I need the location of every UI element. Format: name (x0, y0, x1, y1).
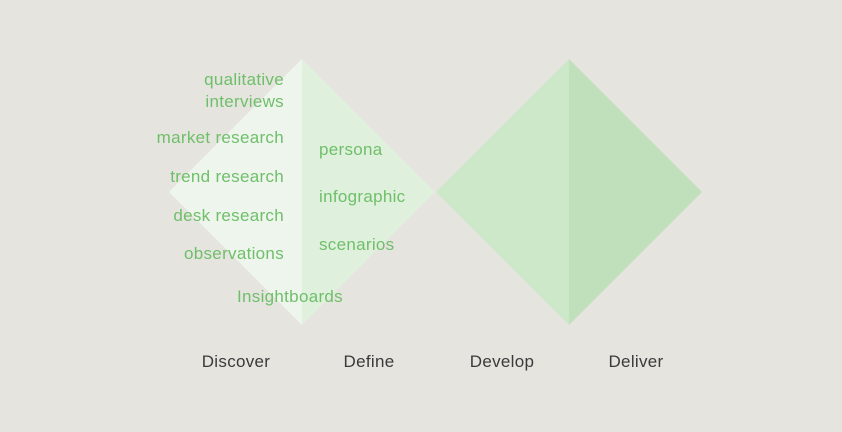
method-market-research: market research (156, 128, 284, 147)
stage-label-define: Define (343, 352, 395, 371)
method-insightboards: Insightboards (237, 287, 343, 306)
method-infographic: infographic (319, 187, 406, 206)
method-qualitative-interviews: qualitative interviews (204, 70, 284, 111)
discover-half-diamond (169, 59, 302, 325)
method-scenarios: scenarios (319, 235, 395, 254)
method-observations: observations (184, 244, 284, 263)
stage-label-develop: Develop (469, 352, 535, 371)
stage-label-discover: Discover (201, 352, 271, 371)
method-persona: persona (319, 140, 383, 159)
define-half-diamond (302, 59, 435, 325)
method-desk-research: desk research (173, 206, 284, 225)
develop-half-diamond (436, 59, 569, 325)
deliver-half-diamond (569, 59, 702, 325)
method-trend-research: trend research (170, 167, 284, 186)
stage-label-deliver: Deliver (608, 352, 664, 371)
